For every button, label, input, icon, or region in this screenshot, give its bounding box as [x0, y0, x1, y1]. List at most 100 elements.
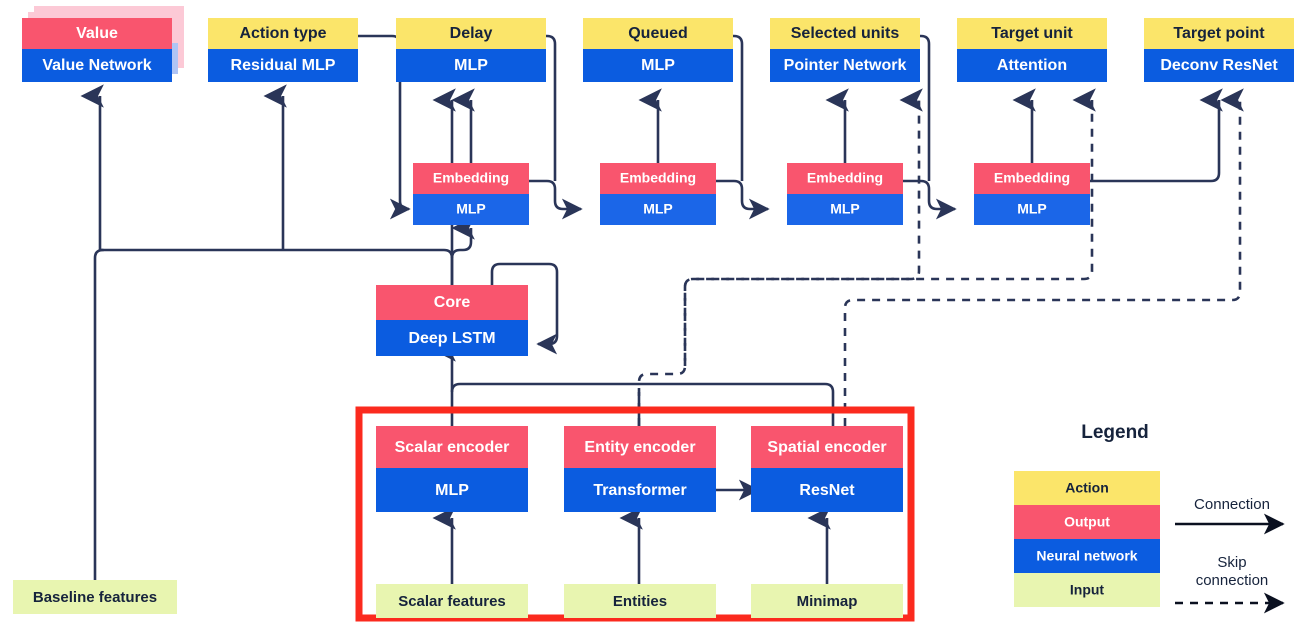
box-action-type[interactable]: Action type Residual MLP	[208, 18, 358, 82]
box-target-point[interactable]: Target point Deconv ResNet	[1144, 18, 1294, 82]
legend-label-input: Input	[1070, 582, 1105, 598]
legend-swatch-input	[1014, 573, 1160, 607]
scalar-encoder-top	[376, 426, 528, 468]
spatial-encoder-bottom	[751, 468, 903, 512]
queued-top	[583, 18, 733, 49]
embedding-4-bottom	[974, 194, 1090, 225]
entity-encoder-bottom	[564, 468, 716, 512]
minimap-box	[751, 584, 903, 618]
value-bottom-label: Value Network	[42, 57, 151, 74]
line-selectedunits-down	[905, 34, 931, 181]
baseline-features-label: Baseline features	[33, 589, 157, 606]
box-delay[interactable]: Delay MLP	[396, 18, 546, 82]
scalar-encoder-bottom	[376, 468, 528, 512]
skip-spatial-to-targetpoint	[843, 88, 1244, 426]
embedding-2-top	[600, 163, 716, 194]
box-scalar-encoder[interactable]: Scalar encoder MLP	[376, 426, 528, 512]
embedding-4-top	[974, 163, 1090, 194]
box-embedding-1[interactable]: Embedding MLP	[413, 163, 529, 225]
action-type-top-label: Action type	[239, 25, 326, 42]
line-embedding3-to-embedding4	[903, 179, 957, 220]
embedding-1-bottom	[413, 194, 529, 225]
embedding-3-top	[787, 163, 903, 194]
legend-label-output: Output	[1064, 514, 1110, 530]
box-embedding-3[interactable]: Embedding MLP	[787, 163, 903, 225]
selected-units-bottom	[770, 49, 920, 82]
scalar-encoder-top-label: Scalar encoder	[395, 439, 510, 456]
line-embedding1-to-embedding2	[529, 179, 583, 220]
line-queued-down	[718, 34, 744, 181]
core-bottom-label: Deep LSTM	[408, 330, 495, 347]
embedding-2-bottom	[600, 194, 716, 225]
embedding-1-top	[413, 163, 529, 194]
action-type-bottom-label: Residual MLP	[231, 57, 336, 74]
embedding-3-bottom	[787, 194, 903, 225]
box-embedding-2[interactable]: Embedding MLP	[600, 163, 716, 225]
embedding-1-bottom-label: MLP	[456, 201, 486, 217]
core-bottom	[376, 320, 528, 356]
embedding-3-bottom-label: MLP	[830, 201, 860, 217]
entities-box	[564, 584, 716, 618]
scalar-features-label: Scalar features	[398, 593, 506, 610]
delay-bottom-label: MLP	[454, 57, 488, 74]
embedding-4-bottom-label: MLP	[1017, 201, 1047, 217]
legend-label-action: Action	[1065, 480, 1109, 496]
box-input-minimap[interactable]: Minimap	[751, 584, 903, 618]
embedding-3-top-label: Embedding	[807, 170, 883, 186]
value-bottom	[22, 49, 172, 82]
entity-encoder-top	[564, 426, 716, 468]
target-unit-bottom	[957, 49, 1107, 82]
line-baseline-to-valuenetwork	[93, 248, 105, 580]
box-embedding-4[interactable]: Embedding MLP	[974, 163, 1090, 225]
box-input-entities[interactable]: Entities	[564, 584, 716, 618]
spatial-encoder-bottom-label: ResNet	[799, 482, 855, 499]
skip-entity-to-targetunit	[683, 88, 1096, 366]
entities-label: Entities	[613, 593, 667, 610]
scalar-encoder-bottom-label: MLP	[435, 482, 469, 499]
embedding-1-top-label: Embedding	[433, 170, 509, 186]
line-embedding4-to-targetpoint	[1090, 88, 1223, 183]
minimap-label: Minimap	[797, 593, 858, 610]
embedding-4-top-label: Embedding	[994, 170, 1070, 186]
legend-skip-label-line1: Skip	[1217, 554, 1246, 571]
delay-top	[396, 18, 546, 49]
delay-bottom	[396, 49, 546, 82]
box-target-unit[interactable]: Target unit Attention	[957, 18, 1107, 82]
legend-skip-label-line2: connection	[1196, 572, 1269, 589]
entity-encoder-bottom-label: Transformer	[593, 482, 686, 499]
scalar-features-box	[376, 584, 528, 618]
target-unit-top	[957, 18, 1107, 49]
box-core[interactable]: Core Deep LSTM	[376, 285, 528, 356]
target-unit-bottom-label: Attention	[997, 57, 1067, 74]
box-input-scalar-features[interactable]: Scalar features	[376, 584, 528, 618]
legend: Legend Action Output Neural network Inpu…	[1014, 422, 1285, 614]
queued-top-label: Queued	[628, 25, 688, 42]
legend-label-neural-network: Neural network	[1036, 548, 1137, 564]
embedding-2-bottom-label: MLP	[643, 201, 673, 217]
value-top-label: Value	[76, 25, 118, 42]
box-input-baseline-features[interactable]: Baseline features	[13, 580, 177, 614]
box-selected-units[interactable]: Selected units Pointer Network	[770, 18, 920, 82]
box-queued[interactable]: Queued MLP	[583, 18, 733, 82]
action-type-bottom	[208, 49, 358, 82]
line-delay-down	[531, 34, 557, 181]
skip-entity-to-selectedunits	[637, 88, 923, 426]
line-core-recurrent	[490, 262, 559, 355]
selected-units-top	[770, 18, 920, 49]
box-spatial-encoder[interactable]: Spatial encoder ResNet	[751, 426, 903, 512]
spatial-encoder-top	[751, 426, 903, 468]
line-bus-to-embedding1	[450, 216, 475, 259]
box-value-network[interactable]: Value Value Network	[22, 6, 184, 82]
legend-connection-label: Connection	[1194, 496, 1270, 513]
queued-bottom-label: MLP	[641, 57, 675, 74]
spatial-encoder-top-label: Spatial encoder	[767, 439, 886, 456]
value-top	[22, 18, 172, 49]
queued-bottom	[583, 49, 733, 82]
connection-lines	[80, 34, 1223, 584]
core-top-label: Core	[434, 294, 471, 311]
box-entity-encoder[interactable]: Entity encoder Transformer	[564, 426, 716, 512]
legend-title: Legend	[1081, 422, 1149, 443]
line-embedding2-to-embedding3	[716, 179, 770, 220]
embedding-2-top-label: Embedding	[620, 170, 696, 186]
